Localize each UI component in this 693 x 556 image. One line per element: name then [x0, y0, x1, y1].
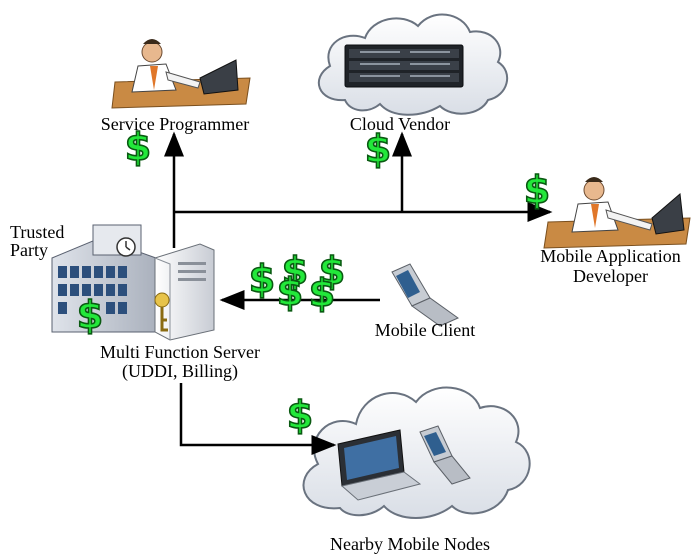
nearby-nodes-label: Nearby Mobile Nodes — [330, 534, 490, 554]
key-icon — [154, 292, 170, 332]
dollar-icon — [522, 167, 552, 213]
dollar-icon — [285, 392, 315, 438]
service-programmer-label: Service Programmer — [100, 114, 250, 134]
dollar-icon — [275, 269, 305, 315]
laptop-icon — [337, 429, 422, 501]
server-tower-icon — [154, 243, 215, 341]
cloud-server-rack-icon — [344, 44, 464, 88]
trusted-party-label-line2: Party — [10, 240, 48, 260]
dollar-icon — [75, 292, 105, 338]
programmer-icon — [111, 39, 251, 109]
flip-phone-icon — [419, 425, 471, 485]
dollar-icon — [307, 270, 337, 316]
server-label-line2: (UDDI, Billing) — [122, 361, 238, 381]
mobile-phone-icon — [391, 263, 460, 327]
cloud-vendor-label: Cloud Vendor — [349, 114, 451, 134]
dollar-icon — [247, 256, 277, 302]
mobile-app-developer-label-line1: Mobile Application — [540, 246, 681, 266]
server-label-line1: Multi Function Server — [100, 342, 260, 362]
nearby-nodes-cloud — [302, 386, 531, 519]
trusted-party-label-line1: Trusted — [10, 222, 65, 242]
mobile-client-label: Mobile Client — [374, 320, 476, 340]
mobile-app-developer-label-line2: Developer — [573, 266, 648, 286]
office-building-icon — [51, 224, 157, 333]
connectors — [164, 131, 553, 455]
developer-icon — [543, 177, 691, 249]
clock-icon — [116, 237, 136, 257]
